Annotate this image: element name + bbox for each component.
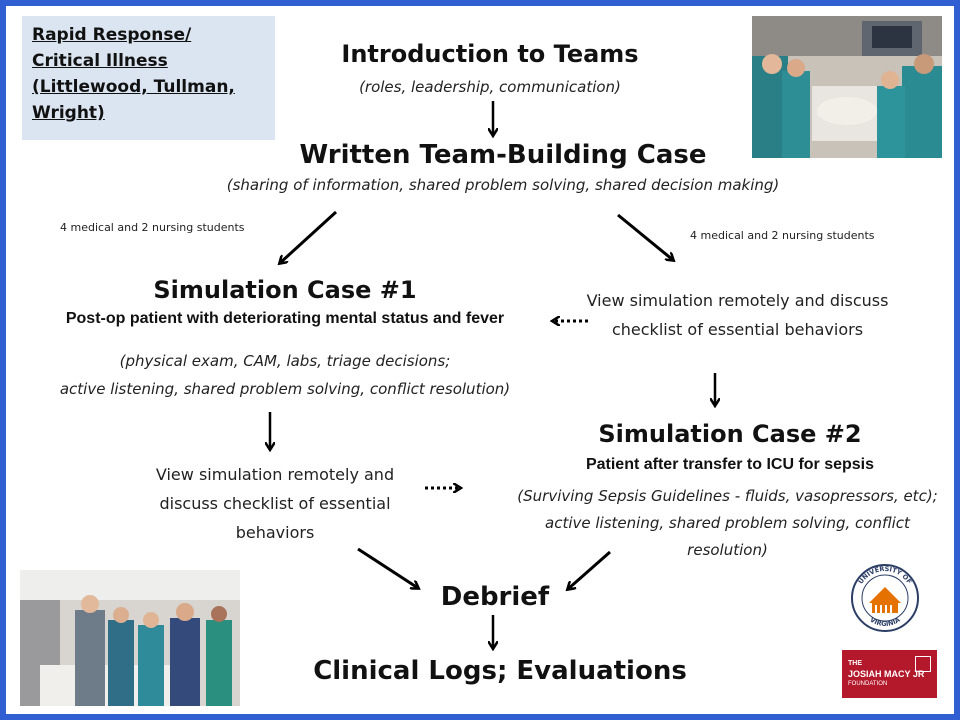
intro-subtitle: (roles, leadership, communication) — [359, 78, 621, 96]
svg-text:VIRGINIA: VIRGINIA — [868, 616, 901, 628]
right-group-note: 4 medical and 2 nursing students — [690, 229, 875, 242]
sim2-details: (Surviving Sepsis Guidelines - fluids, v… — [517, 487, 938, 559]
view-remote-left: View simulation remotely and discuss che… — [155, 465, 395, 542]
written-case-subtitle: (sharing of information, shared problem … — [226, 176, 780, 194]
sim2-headline: Patient after transfer to ICU for sepsis — [585, 456, 875, 473]
sim1-details-line1: (physical exam, CAM, labs, triage decisi… — [119, 352, 451, 370]
arrow-view-left-to-debrief — [357, 547, 418, 588]
sim1-title: Simulation Case #1 — [153, 276, 417, 304]
source-box-text: Rapid Response/ Critical Illness (Little… — [32, 25, 235, 123]
arrow-sim2-to-debrief — [568, 550, 611, 589]
sim2-title: Simulation Case #2 — [598, 420, 862, 448]
arrow-written-to-view-right — [617, 213, 673, 260]
left-group-note: 4 medical and 2 nursing students — [60, 221, 245, 234]
macy-foundation-logo: THE JOSIAH MACY JR FOUNDATION — [842, 650, 937, 698]
arrow-written-to-sim1 — [280, 210, 338, 263]
macy-logo-name: JOSIAH MACY JR — [848, 669, 925, 679]
intro-title: Introduction to Teams — [341, 40, 639, 68]
view-remote-right: View simulation remotely and discuss che… — [586, 291, 889, 339]
debrief-title: Debrief — [440, 582, 550, 612]
sim1-details-line2: active listening, shared problem solving… — [59, 380, 511, 398]
macy-logo-foundation: FOUNDATION — [848, 681, 888, 687]
final-title: Clinical Logs; Evaluations — [313, 656, 687, 686]
hospital-simulation-photo-bottom — [20, 570, 240, 706]
uva-logo: UNIVERSITY OF VIRGINIA — [850, 563, 920, 633]
hospital-simulation-photo-top — [752, 16, 942, 158]
written-case-title: Written Team-Building Case — [299, 140, 707, 170]
macy-logo-mark — [915, 656, 931, 672]
macy-logo-the: THE — [848, 660, 862, 667]
source-box: Rapid Response/ Critical Illness (Little… — [22, 16, 275, 140]
uva-logo-bottom-text: VIRGINIA — [868, 616, 901, 628]
sim1-headline: Post-op patient with deteriorating menta… — [65, 310, 505, 327]
